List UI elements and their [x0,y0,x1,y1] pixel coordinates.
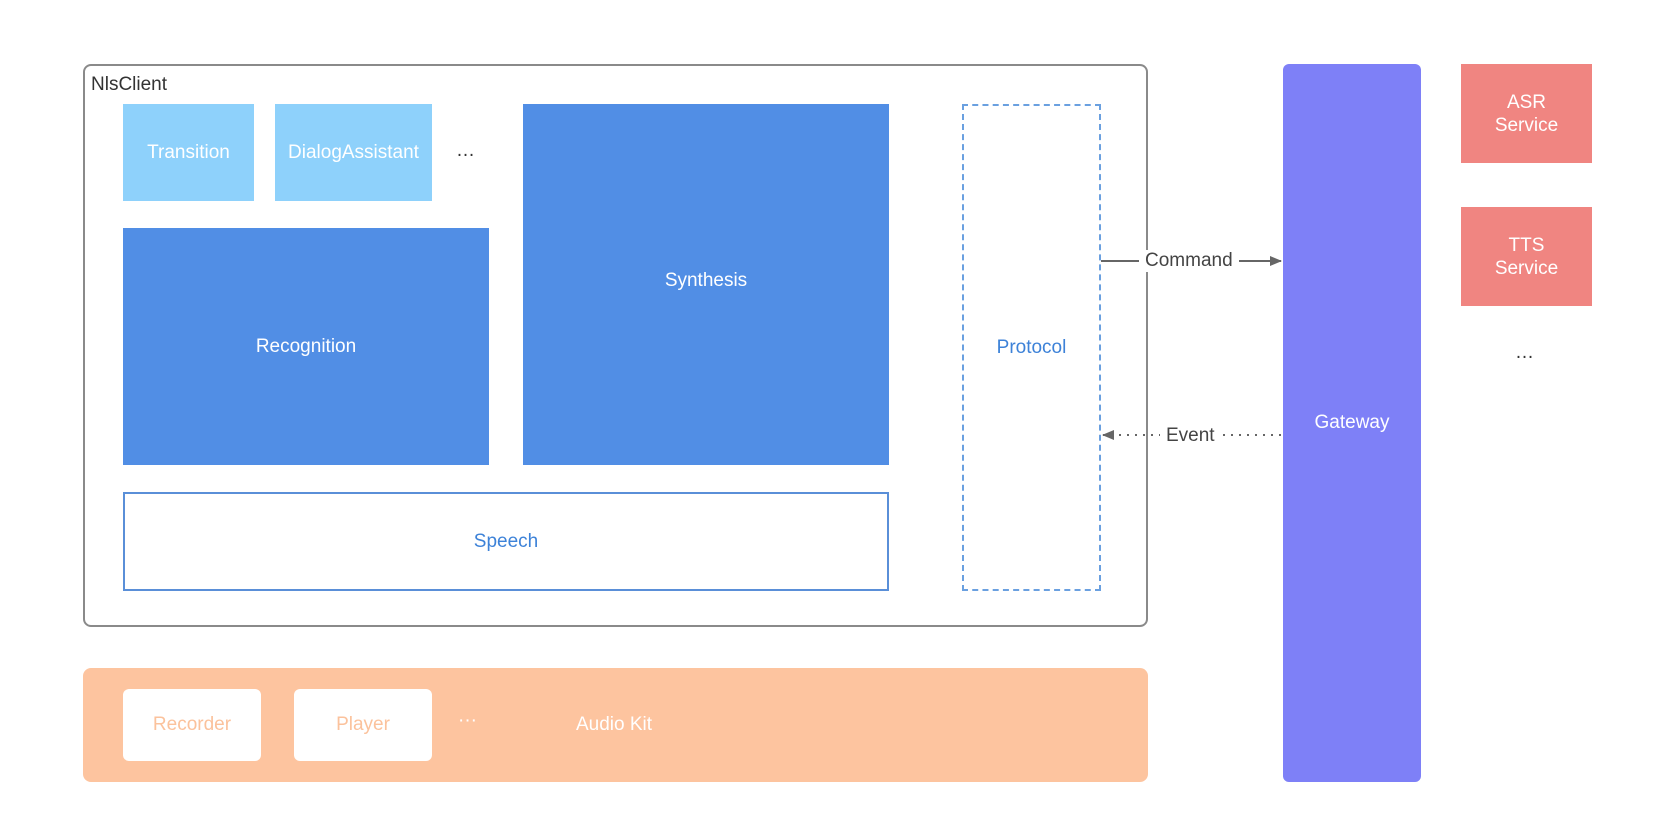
speech-label: Speech [473,530,539,552]
audio-kit-label: Audio Kit [576,714,653,735]
more-modules-ellipsis: … [456,140,475,161]
transition-label: Transition [147,141,230,163]
asr-service: ASR Service [1461,64,1592,163]
recognition-module: Recognition [123,228,489,465]
recorder-label: Recorder [152,714,232,735]
transition-module: Transition [123,104,254,201]
player-label: Player [336,714,390,735]
synthesis-label: Synthesis [664,270,748,291]
recognition-label: Recognition [255,335,357,357]
command-label: Command [1139,250,1239,272]
synthesis-module [523,104,889,465]
protocol-label: Protocol [996,336,1067,358]
player-module: Player [294,689,432,761]
protocol-module: Protocol [962,104,1101,591]
dialog-assistant-module: DialogAssistant [275,104,432,201]
nlsclient-container [83,64,1148,627]
tts-service-line2: Service [1494,257,1559,279]
speech-module: Speech [123,492,889,591]
gateway-module: Gateway [1283,64,1421,782]
recorder-module: Recorder [123,689,261,761]
tts-service-line1: TTS [1508,234,1545,256]
dialog-assistant-label: DialogAssistant [288,141,419,163]
event-label: Event [1160,425,1221,447]
more-audio-ellipsis: ··· [458,710,477,731]
nlsclient-label: NlsClient [91,74,168,95]
more-services-ellipsis: … [1515,342,1534,363]
tts-service: TTS Service [1461,207,1592,306]
asr-service-line1: ASR [1506,91,1547,113]
gateway-label: Gateway [1314,412,1390,433]
asr-service-line2: Service [1494,114,1559,136]
